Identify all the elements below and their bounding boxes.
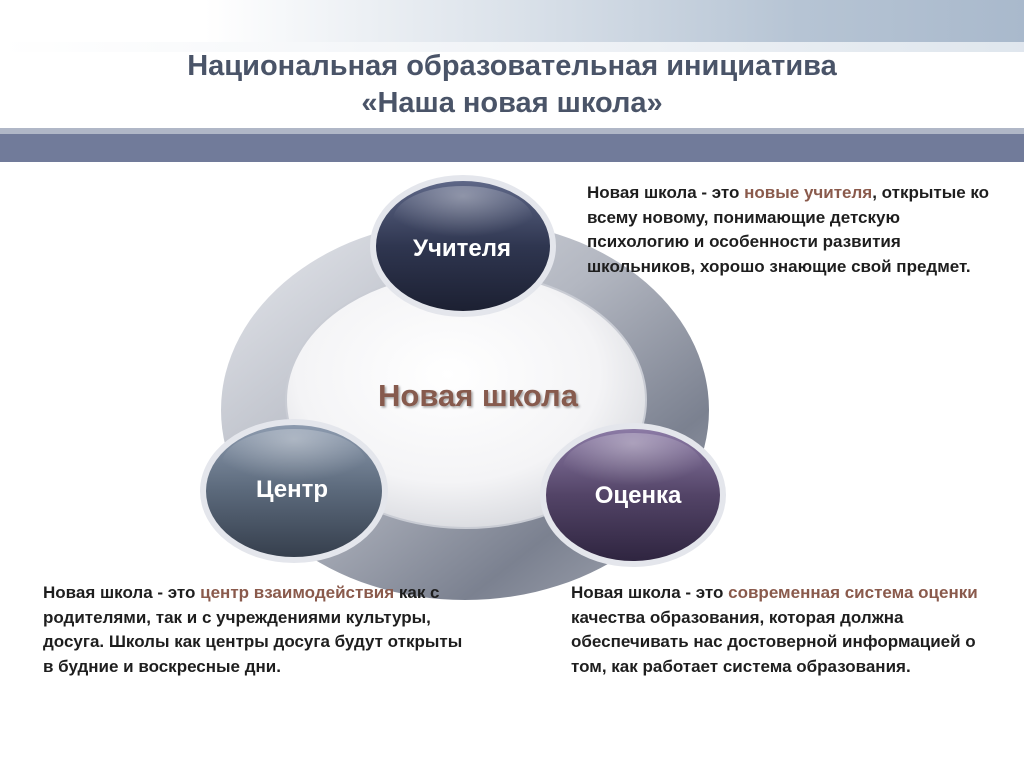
header-band-thin xyxy=(0,128,1024,134)
teachers-desc-accent: новые учителя xyxy=(744,183,873,202)
node-center-label: Центр xyxy=(256,476,328,503)
center-desc-prefix: Новая школа - это xyxy=(43,583,201,602)
teachers-desc-rest: , открытые ко всему новому, понимающие д… xyxy=(587,183,990,276)
center-desc-rest: как с родителями, так и с учреждениями к… xyxy=(43,583,463,676)
slide-title: Национальная образовательная инициатива … xyxy=(0,48,1024,122)
assessment-desc-rest: качества образования, которая должна обе… xyxy=(571,607,976,676)
node-assessment-label: Оценка xyxy=(595,482,682,509)
header-band xyxy=(0,134,1024,162)
node-teachers: Учителя xyxy=(370,175,556,317)
assessment-desc-accent: современная система оценки xyxy=(728,583,978,602)
top-gradient-bar xyxy=(0,0,1024,42)
center-desc-accent: центр взаимодействия xyxy=(200,583,395,602)
title-line-2: «Наша новая школа» xyxy=(361,87,663,119)
node-center: Центр xyxy=(200,419,388,563)
teachers-desc-prefix: Новая школа - это xyxy=(587,183,745,202)
center-description: Новая школа - это центр взаимодействия к… xyxy=(43,581,473,679)
assessment-desc-prefix: Новая школа - это xyxy=(571,583,729,602)
node-teachers-label: Учителя xyxy=(413,235,511,262)
core-label: Новая школа xyxy=(378,378,579,413)
top-gradient-fade xyxy=(0,42,1024,52)
title-line-1: Национальная образовательная инициатива xyxy=(187,50,837,82)
node-assessment: Оценка xyxy=(540,423,726,567)
teachers-description: Новая школа - это новые учителя, открыты… xyxy=(587,181,997,279)
assessment-description: Новая школа - это современная система оц… xyxy=(571,581,991,679)
